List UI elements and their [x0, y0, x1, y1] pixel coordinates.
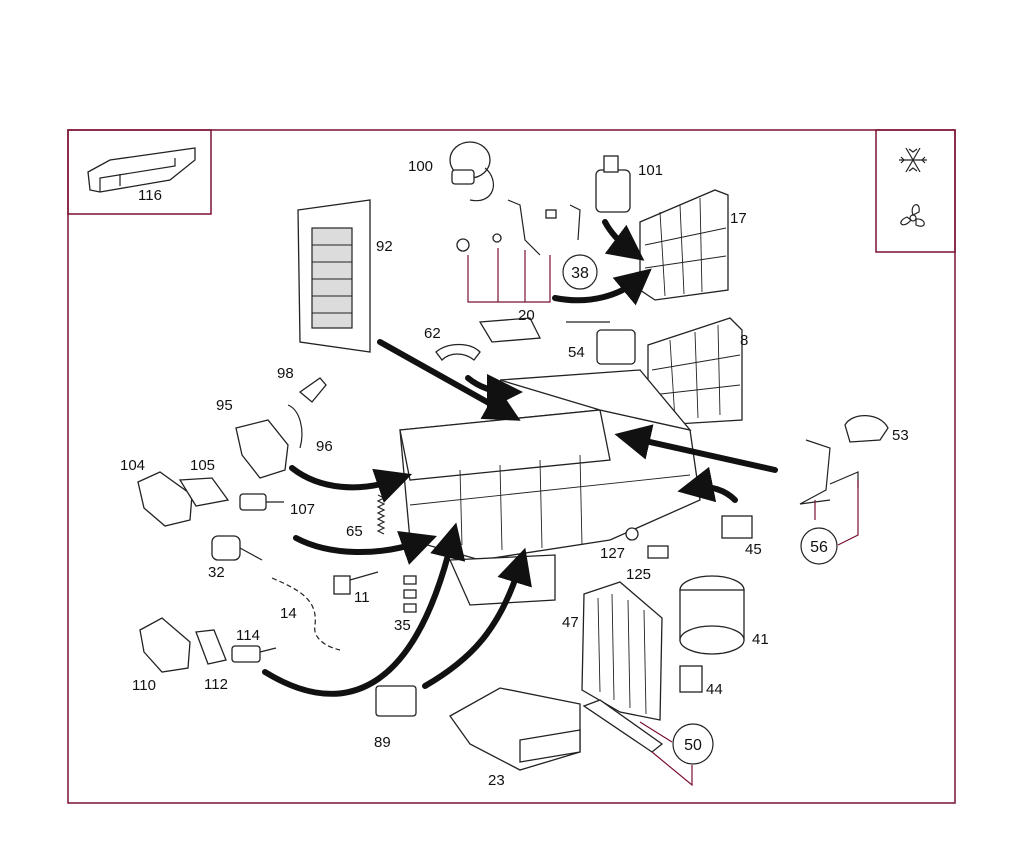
- callout-17: 17: [730, 210, 747, 227]
- part-96-lever: [287, 404, 303, 449]
- callout-101: 101: [638, 162, 663, 179]
- part-11-plug: [333, 571, 379, 595]
- callout-41: 41: [752, 631, 769, 648]
- callout-44: 44: [706, 681, 723, 698]
- callout-112: 112: [204, 676, 228, 693]
- callout-53: 53: [892, 427, 909, 444]
- callout-114: 114: [236, 627, 260, 644]
- callout-89: 89: [374, 734, 391, 751]
- callout-54: 54: [568, 344, 585, 361]
- part-116-bracket: [87, 147, 196, 193]
- part-125-bolt: [647, 545, 669, 559]
- assembly-arrows: [262, 219, 778, 697]
- callout-38-label: 38: [571, 265, 589, 282]
- callout-50-label: 50: [684, 737, 702, 754]
- part-101-actuator: [595, 155, 631, 213]
- part-20-screws-brackets: [456, 199, 581, 256]
- callout-circle-50: 50: [672, 723, 714, 765]
- part-20-seal: [478, 317, 542, 343]
- part-8-flap-housing: [647, 317, 743, 426]
- part-53-cover: [844, 414, 889, 443]
- callout-107: 107: [290, 501, 315, 518]
- callout-127: 127: [600, 545, 625, 562]
- callout-circle-38: 38: [562, 254, 598, 290]
- fan-icon: [900, 204, 925, 227]
- part-14-hose: [271, 577, 341, 651]
- part-62-clip: [435, 343, 481, 361]
- part-105-linkage: [178, 477, 230, 507]
- callout-116: 116: [138, 187, 162, 204]
- part-32-sensor: [211, 535, 263, 561]
- callout-11: 11: [354, 589, 370, 606]
- callout-62: 62: [424, 325, 441, 342]
- callout-105: 105: [190, 457, 215, 474]
- symbol-box: [875, 129, 956, 253]
- part-54-actuator: [566, 321, 636, 365]
- callout-47: 47: [562, 614, 579, 631]
- part-107-sensor: [239, 493, 284, 511]
- part-44-resistor: [679, 665, 703, 693]
- callout-110: 110: [132, 677, 156, 694]
- callout-65: 65: [346, 523, 363, 540]
- callout-45: 45: [745, 541, 762, 558]
- part-35-clips: [403, 575, 417, 613]
- part-65-spring: [376, 494, 386, 535]
- callout-23: 23: [488, 772, 505, 789]
- part-127-washer: [625, 527, 639, 541]
- part-104-actuator: [137, 471, 193, 527]
- callout-100: 100: [408, 158, 433, 175]
- callout-56-label: 56: [810, 539, 828, 556]
- diagram-frame: [67, 129, 956, 804]
- part-50-strip: [582, 699, 664, 753]
- callout-35: 35: [394, 617, 411, 634]
- part-92-heater-core: [297, 199, 371, 353]
- part-47-filter: [581, 581, 663, 721]
- inset-frame-116: [67, 129, 212, 215]
- group-lines: [467, 248, 859, 787]
- snowflake-icon: [899, 147, 927, 173]
- part-98-lever: [298, 377, 327, 403]
- callout-92: 92: [376, 238, 393, 255]
- callout-125: 125: [626, 566, 651, 583]
- callout-circle-56: 56: [800, 527, 838, 565]
- callout-20: 20: [518, 307, 535, 324]
- part-112-linkage: [195, 629, 227, 665]
- callout-14: 14: [280, 605, 297, 622]
- callout-32: 32: [208, 564, 225, 581]
- callout-98: 98: [277, 365, 294, 382]
- part-56-brackets: [799, 439, 859, 505]
- callout-96: 96: [316, 438, 333, 455]
- part-45-connector: [721, 515, 753, 539]
- part-114-sensor: [231, 645, 277, 663]
- part-110-actuator: [139, 617, 191, 673]
- part-95-actuator: [235, 419, 289, 479]
- part-17-flap-housing: [639, 189, 729, 301]
- callout-95: 95: [216, 397, 233, 414]
- part-41-blower: [679, 575, 745, 655]
- part-23-tray: [449, 687, 581, 771]
- callout-104: 104: [120, 457, 145, 474]
- callout-8: 8: [740, 332, 748, 349]
- part-89-module: [375, 685, 417, 717]
- part-100-motor: [449, 141, 494, 202]
